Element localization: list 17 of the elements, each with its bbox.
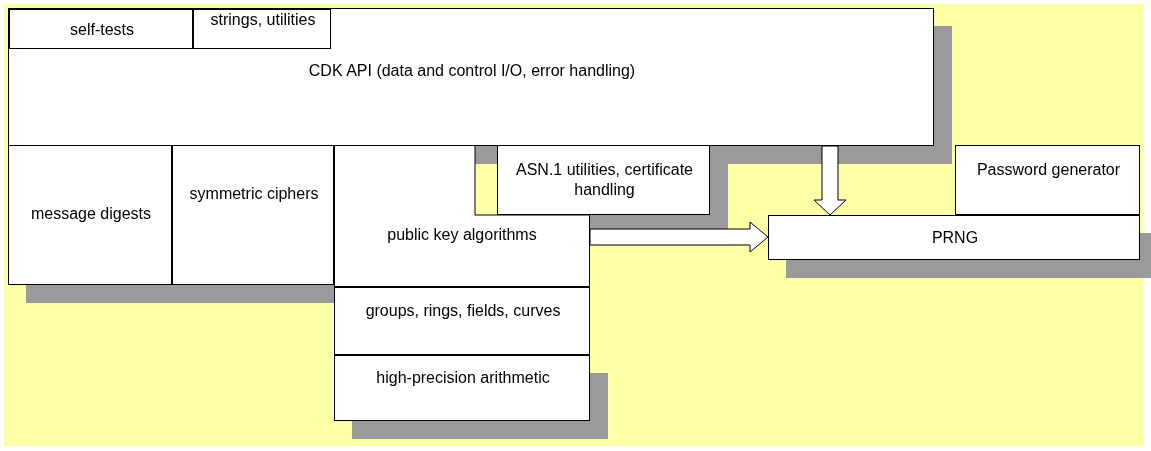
module-box <box>193 9 331 49</box>
module-label: self-tests <box>69 20 135 40</box>
module-label: message digests <box>29 204 153 224</box>
module-box <box>955 145 1140 215</box>
module-label: high-precision arithmetic <box>375 368 551 388</box>
module-label: CDK API (data and control I/O, error handling) <box>307 61 637 81</box>
module-label: PRNG <box>930 228 980 248</box>
module-label: groups, rings, fields, curves <box>364 301 562 321</box>
module-box <box>9 9 193 49</box>
module-label: ASN.1 utilities, certificate handling <box>515 160 694 200</box>
module-label: strings, utilities <box>209 10 317 30</box>
arrow <box>813 145 847 216</box>
module-box <box>334 287 590 355</box>
module-label: Password generator <box>975 160 1122 180</box>
module-label: symmetric ciphers <box>188 184 320 204</box>
arrow <box>589 221 769 253</box>
module-label: public key algorithms <box>386 225 538 245</box>
